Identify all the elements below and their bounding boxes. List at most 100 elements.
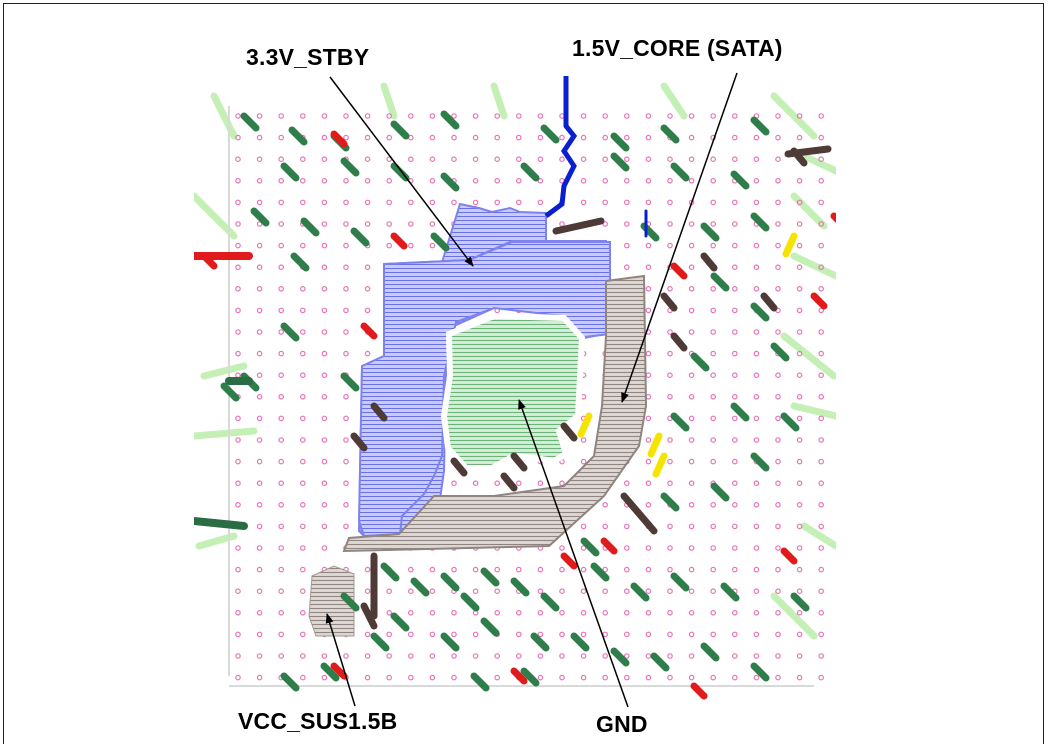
via <box>731 609 738 616</box>
via <box>775 653 781 659</box>
via <box>818 350 825 357</box>
trace-segment <box>350 227 370 247</box>
via <box>300 415 306 422</box>
via <box>710 523 717 530</box>
via <box>688 566 695 573</box>
via <box>580 566 587 573</box>
trace-segment <box>670 572 690 592</box>
via <box>753 631 760 638</box>
via <box>278 178 285 184</box>
trace-segment <box>480 617 500 637</box>
via <box>494 178 501 184</box>
via <box>256 545 263 551</box>
via <box>775 588 781 595</box>
trace-segment <box>730 170 750 190</box>
via <box>321 393 328 400</box>
via <box>731 134 738 141</box>
via <box>256 221 263 227</box>
via <box>710 307 717 314</box>
via <box>235 566 241 573</box>
via <box>559 134 565 141</box>
light-trace <box>490 82 508 120</box>
via <box>602 501 609 508</box>
via <box>408 631 414 638</box>
via <box>796 199 803 206</box>
label-vcc-sus1v5b: VCC_SUS1.5B <box>238 708 398 734</box>
via <box>300 286 306 292</box>
via <box>818 156 825 163</box>
via <box>278 566 285 573</box>
via <box>731 480 738 487</box>
via <box>688 372 695 379</box>
light-trace <box>210 92 238 140</box>
via <box>602 156 609 163</box>
via <box>408 609 414 616</box>
via <box>300 674 306 681</box>
via <box>537 480 544 487</box>
via <box>818 372 825 379</box>
via <box>731 437 738 443</box>
via <box>364 588 371 595</box>
via <box>775 545 781 551</box>
via <box>623 242 630 249</box>
via <box>321 199 328 206</box>
via <box>408 242 414 249</box>
via <box>256 631 263 638</box>
via <box>472 653 479 659</box>
via <box>278 480 285 487</box>
via <box>235 653 241 659</box>
trace-segment <box>288 126 308 146</box>
via <box>364 286 371 292</box>
via <box>623 674 630 681</box>
via <box>300 631 306 638</box>
via <box>753 178 760 184</box>
via <box>753 674 760 681</box>
via <box>753 437 760 443</box>
via <box>775 156 781 163</box>
via <box>386 156 393 163</box>
trace-segment <box>580 537 600 557</box>
via <box>343 199 349 206</box>
trace-segment <box>290 252 310 272</box>
via <box>796 242 803 249</box>
via <box>321 480 328 487</box>
trace-segment <box>500 472 518 492</box>
via <box>710 156 717 163</box>
via <box>667 545 673 551</box>
via <box>451 566 457 573</box>
trace-segment <box>690 352 710 372</box>
trace-segment <box>660 492 680 512</box>
via <box>256 156 263 163</box>
via <box>559 221 565 227</box>
via <box>602 523 609 530</box>
trace-segment <box>540 592 560 612</box>
via <box>775 372 781 379</box>
trace-segment <box>194 517 248 530</box>
via <box>494 609 501 616</box>
trace-segment <box>650 652 670 672</box>
via <box>667 242 673 249</box>
via <box>364 674 371 681</box>
via <box>300 372 306 379</box>
via <box>710 242 717 249</box>
via <box>256 523 263 530</box>
via <box>256 350 263 357</box>
via <box>386 242 393 249</box>
via <box>623 178 630 184</box>
via <box>688 631 695 638</box>
trace-segment <box>280 162 300 182</box>
via <box>710 415 717 422</box>
label-1v5-core-sata: 1.5V_CORE (SATA) <box>572 35 783 61</box>
trace-segment <box>710 272 730 292</box>
via <box>235 372 241 379</box>
via <box>300 329 306 335</box>
via <box>645 653 652 659</box>
via <box>386 221 393 227</box>
light-trace <box>194 192 238 240</box>
via <box>775 437 781 443</box>
trace-segment <box>670 262 688 280</box>
via <box>775 134 781 141</box>
via <box>278 307 285 314</box>
via <box>645 178 652 184</box>
via <box>278 134 285 141</box>
